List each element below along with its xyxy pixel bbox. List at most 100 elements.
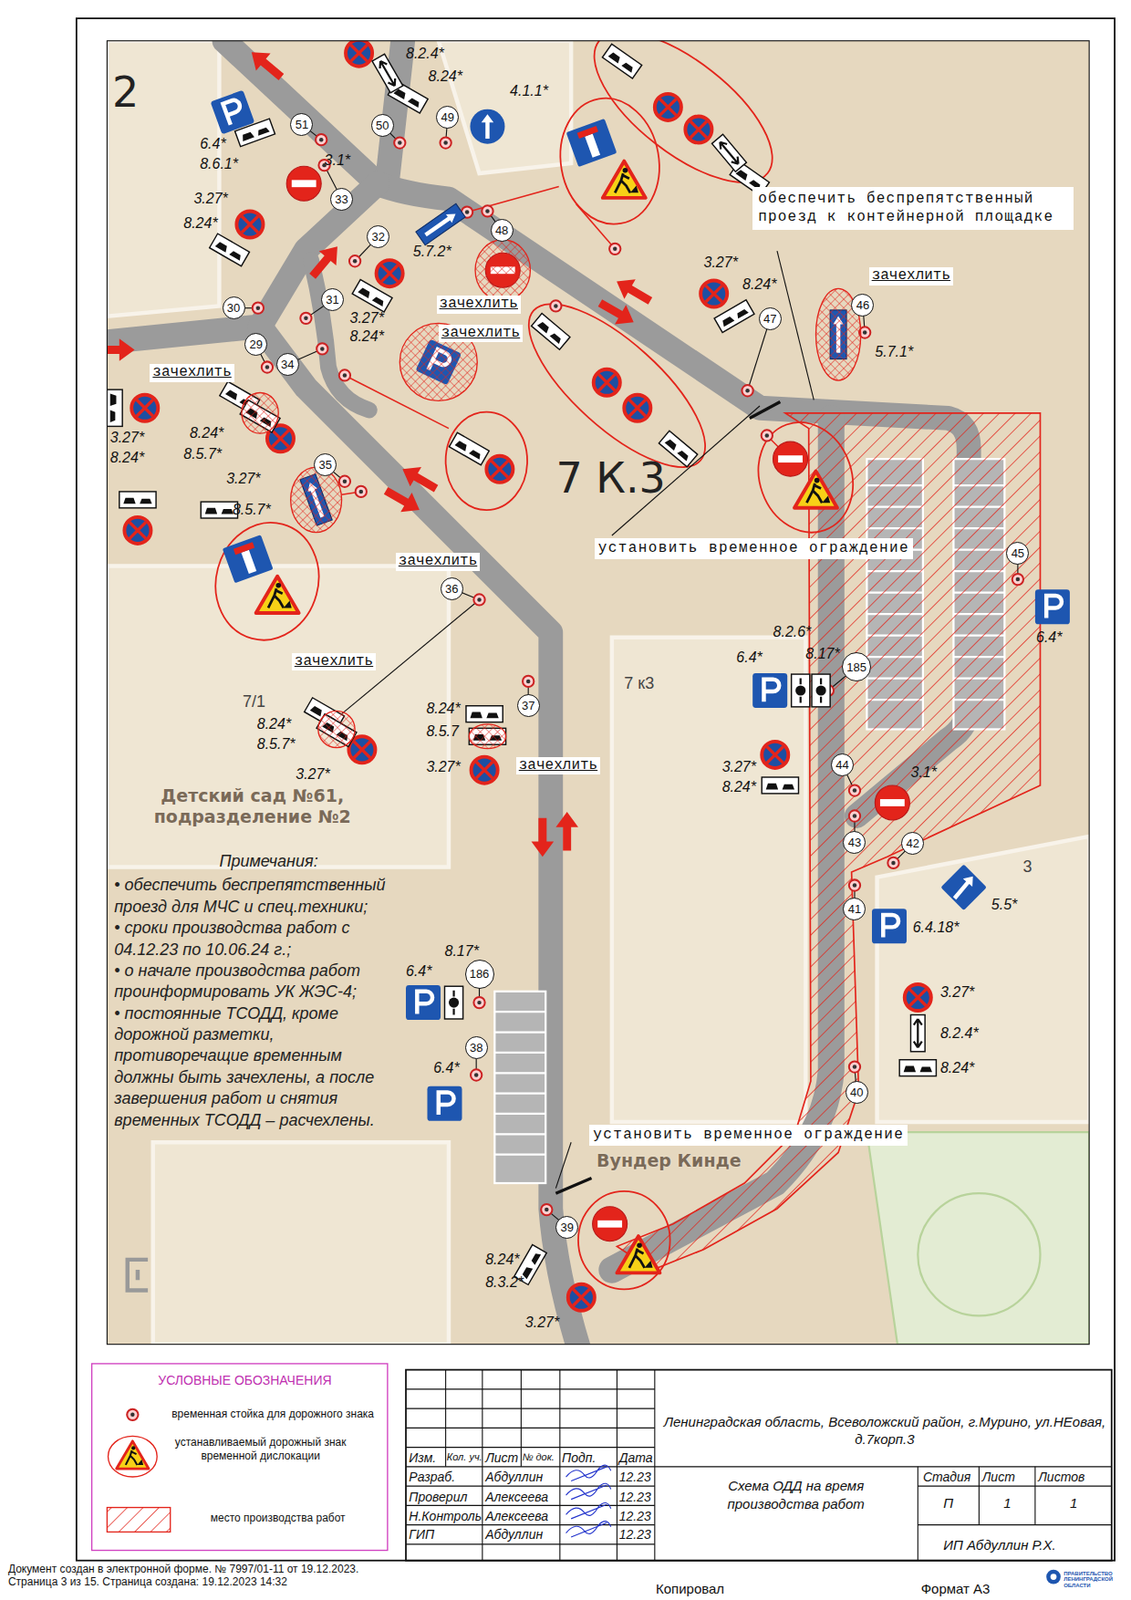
footer-text: Документ создан в электронной форме. № 7… (8, 1563, 359, 1575)
traffic-arrow (303, 238, 346, 283)
sign-code: 8.5.7* (257, 736, 296, 752)
title-block (405, 1369, 1112, 1561)
road-sign (448, 432, 489, 466)
road-sign (426, 1086, 462, 1121)
building-number: 3 (1022, 858, 1032, 875)
road-sign (466, 705, 503, 723)
callout-circle: 30 (222, 296, 246, 320)
map-frame (106, 41, 1090, 1345)
callout-number: 33 (334, 193, 348, 206)
title-block (405, 1369, 1112, 1561)
callout-number: 41 (848, 902, 862, 915)
sign-code: 8.6.1* (199, 156, 239, 172)
sign-code: 8.24* (350, 329, 384, 344)
instruction-label: зачехлить (436, 295, 521, 314)
instruction-label: зачехлить (516, 757, 601, 776)
traffic-arrow (594, 292, 640, 333)
leader-line (576, 204, 615, 250)
callout-circle: 45 (1006, 541, 1029, 565)
sign-post (439, 136, 451, 148)
title-block-cell: № док. (521, 1452, 554, 1463)
sign-code: 3.27* (295, 767, 330, 782)
sign-code: 8.24* (428, 69, 463, 84)
traffic-arrow (244, 43, 289, 86)
callout-number: 30 (227, 301, 240, 314)
building-area (153, 1141, 449, 1344)
callout-number: 50 (375, 119, 389, 132)
sign-code: 6.4* (405, 964, 432, 979)
sign-post (339, 476, 351, 488)
sign-post (887, 857, 899, 869)
sign-post (349, 255, 361, 267)
green-area (866, 1131, 1090, 1345)
road-sign (286, 166, 322, 201)
green-area (866, 1131, 1090, 1345)
building-number: 7/1 (242, 693, 266, 710)
leader-line (555, 1177, 592, 1194)
callout-circle: 29 (244, 332, 268, 356)
sign-code: 3.27* (193, 191, 228, 207)
sign-post (849, 1060, 861, 1072)
sign-code: 8.24* (485, 1252, 519, 1267)
road-sign (752, 673, 788, 708)
road (387, 41, 404, 179)
callout-number: 49 (441, 111, 455, 124)
leader-line (233, 117, 1018, 1228)
sign-post (609, 243, 621, 255)
callout-circle: 42 (901, 831, 924, 855)
building-number: 7 к3 (623, 674, 654, 692)
sign-group-outline (446, 412, 528, 510)
callout-number: 185 (846, 661, 867, 674)
title-block-cell: Листов (1037, 1470, 1085, 1484)
sign-code: 5.5* (991, 897, 1017, 913)
road-sign (568, 1284, 595, 1311)
title-block-cell: 12.23 (619, 1527, 652, 1541)
legend-box (116, 1441, 149, 1469)
callout-circle: 50 (371, 114, 395, 137)
sign-code: 3.27* (940, 985, 975, 1000)
logo-emblem (1046, 1569, 1061, 1585)
title-block-cell: Лист (485, 1451, 519, 1464)
sign-code: 8.24* (940, 1060, 975, 1076)
road-sign (222, 534, 274, 583)
callout-number: 35 (318, 458, 332, 471)
sign-code: 3.27* (722, 759, 757, 775)
map-symbol (127, 1259, 148, 1291)
traffic-arrow (531, 818, 555, 857)
title-block-cell: Лист (982, 1470, 1016, 1484)
road-sign (712, 134, 748, 172)
traffic-arrow (555, 811, 579, 851)
callout-number: 43 (848, 836, 862, 849)
title-block (917, 1466, 1111, 1561)
legend-text: место производства работ (178, 1511, 378, 1526)
sign-post (481, 205, 493, 217)
building-number: 7 К.3 (555, 456, 665, 499)
callout-circle: 31 (321, 288, 344, 312)
logo-text: ПРАВИТЕЛЬСТВО ЛЕНИНГРАДСКОЙ ОБЛАСТИ (1063, 1570, 1113, 1588)
title-block-cell: Дата (619, 1451, 654, 1464)
callout-number: 31 (325, 293, 339, 306)
building-area (877, 836, 1090, 1122)
instruction-label: зачехлить (438, 324, 523, 343)
road-sign (209, 233, 250, 267)
callout-circle: 49 (435, 105, 459, 129)
callout-circle: 43 (842, 830, 866, 854)
title-block-cell: Ленинградская область, Всеволожский райо… (663, 1412, 1107, 1449)
road-sign (445, 985, 464, 1019)
road-sign (348, 736, 375, 763)
sign-code: 8.24* (257, 716, 291, 732)
road-sign (761, 741, 789, 768)
road-sign (623, 394, 651, 422)
signature (566, 1502, 612, 1518)
logo-emblem (1050, 1573, 1058, 1580)
road-sign (236, 210, 263, 238)
sign-code: 6.4* (1036, 630, 1062, 645)
road-sign (566, 118, 618, 167)
title-block-cell: Схема ОДД на время производства работ (681, 1476, 912, 1513)
road-sign (235, 118, 276, 147)
sign-code: 8.5.7* (183, 446, 222, 462)
road-sign (345, 41, 373, 67)
legend-title: УСЛОВНЫЕ ОБОЗНАЧЕНИЯ (157, 1373, 332, 1387)
instruction-label: установить временное ограждение (594, 538, 914, 559)
